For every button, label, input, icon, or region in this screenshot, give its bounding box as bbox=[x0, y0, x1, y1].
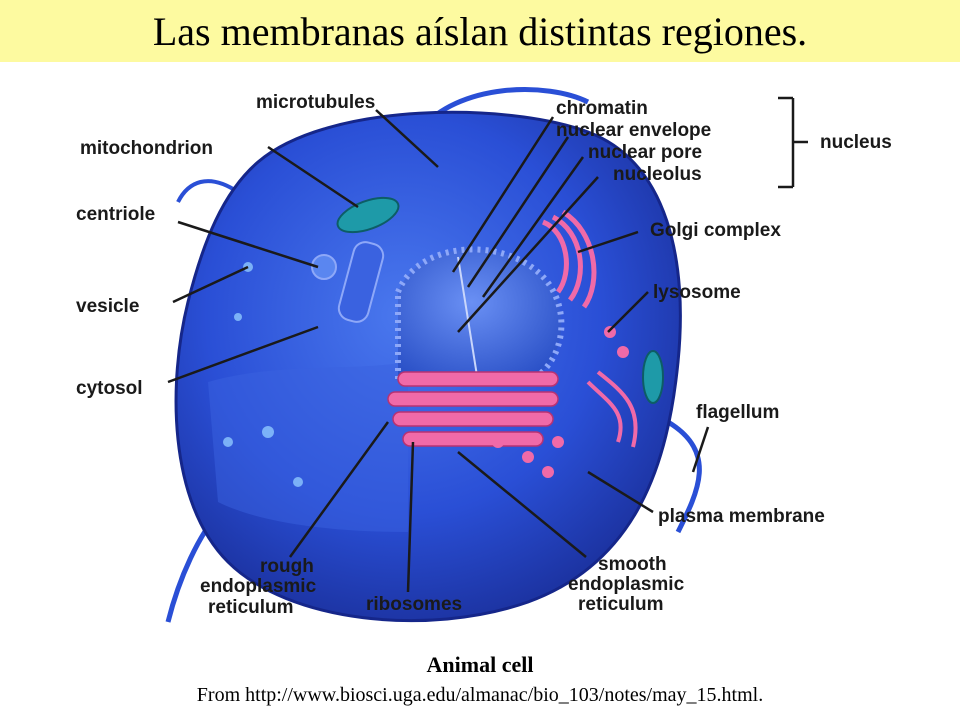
centriole bbox=[337, 241, 385, 323]
label-nucleolus: nucleolus bbox=[613, 164, 702, 185]
leader-lines bbox=[167, 96, 808, 593]
slide-title: Las membranas aíslan distintas regiones. bbox=[152, 9, 808, 54]
label-rough-er-line3: reticulum bbox=[208, 597, 294, 618]
label-centriole: centriole bbox=[76, 204, 155, 225]
label-rough-er-line1: rough bbox=[260, 556, 314, 577]
rough-er bbox=[387, 371, 559, 447]
label-nuclear-envelope: nuclear envelope bbox=[556, 120, 711, 141]
label-lysosome: lysosome bbox=[653, 282, 741, 303]
label-golgi-complex: Golgi complex bbox=[650, 220, 781, 241]
animal-cell-diagram: microtubules mitochondrion centriole ves… bbox=[76, 87, 892, 623]
animal-cell-figure: microtubules mitochondrion centriole ves… bbox=[28, 62, 932, 642]
label-flagellum: flagellum bbox=[696, 402, 779, 423]
smooth-er bbox=[586, 370, 638, 448]
label-mitochondrion: mitochondrion bbox=[80, 138, 213, 159]
caption-source: From http://www.biosci.uga.edu/almanac/b… bbox=[196, 684, 764, 706]
caption-title: Animal cell bbox=[426, 652, 534, 677]
mitochondrion-2 bbox=[642, 350, 664, 404]
label-smooth-er-line1: smooth bbox=[598, 554, 667, 575]
label-cytosol: cytosol bbox=[76, 378, 143, 399]
label-smooth-er-line3: reticulum bbox=[578, 594, 664, 615]
label-ribosomes: ribosomes bbox=[366, 594, 462, 615]
lysosomes bbox=[492, 326, 629, 478]
cytosol-region bbox=[208, 362, 408, 532]
label-vesicle: vesicle bbox=[76, 296, 139, 317]
label-smooth-er-line2: endoplasmic bbox=[568, 574, 685, 595]
label-plasma-membrane: plasma membrane bbox=[658, 506, 825, 527]
flagellum-upper-left bbox=[176, 179, 240, 203]
nucleus bbox=[395, 246, 565, 385]
label-rough-er-line2: endoplasmic bbox=[200, 576, 317, 597]
label-microtubules: microtubules bbox=[256, 92, 375, 113]
mitochondrion-1 bbox=[336, 196, 400, 234]
title-band bbox=[0, 0, 960, 62]
golgi bbox=[541, 209, 597, 309]
label-nucleus: nucleus bbox=[820, 132, 892, 153]
flagellum-right bbox=[666, 419, 702, 534]
label-chromatin: chromatin bbox=[556, 98, 648, 119]
label-nuclear-pore: nuclear pore bbox=[588, 142, 702, 163]
